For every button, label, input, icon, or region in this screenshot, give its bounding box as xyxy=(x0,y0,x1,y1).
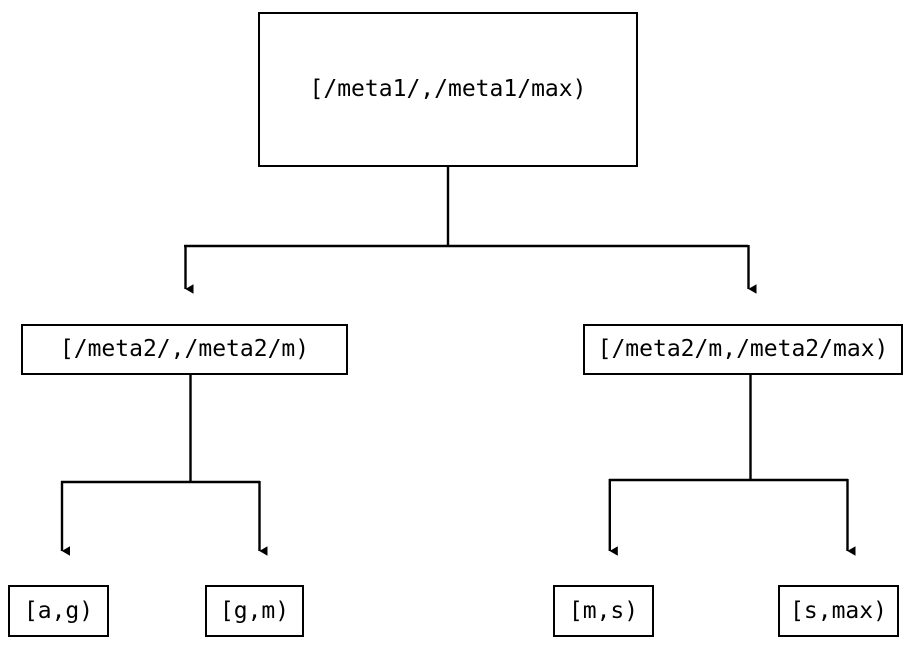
tree-node-leaf-smax-label: [s,max) xyxy=(790,597,887,624)
tree-node-meta2-right-label: [/meta2/m,/meta2/max) xyxy=(597,336,889,362)
edge-meta2-left-to-leaves xyxy=(60,375,268,556)
edge-meta2-right-to-leaves xyxy=(608,375,856,556)
tree-node-leaf-ms[interactable]: [m,s) xyxy=(553,585,654,637)
tree-node-leaf-ag[interactable]: [a,g) xyxy=(8,585,109,637)
tree-node-meta2-right[interactable]: [/meta2/m,/meta2/max) xyxy=(583,324,903,375)
tree-node-root[interactable]: [/meta1/,/meta1/max) xyxy=(258,12,638,167)
tree-node-meta2-left-label: [/meta2/,/meta2/m) xyxy=(59,336,310,362)
edge-root-to-level2 xyxy=(184,167,757,294)
tree-node-leaf-gm-label: [g,m) xyxy=(219,597,290,624)
tree-node-leaf-gm[interactable]: [g,m) xyxy=(205,585,304,637)
tree-node-leaf-ms-label: [m,s) xyxy=(568,597,639,624)
tree-node-leaf-ag-label: [a,g) xyxy=(23,597,94,624)
tree-node-meta2-left[interactable]: [/meta2/,/meta2/m) xyxy=(21,324,348,375)
tree-node-leaf-smax[interactable]: [s,max) xyxy=(778,585,899,637)
tree-node-root-label: [/meta1/,/meta1/max) xyxy=(309,76,587,102)
